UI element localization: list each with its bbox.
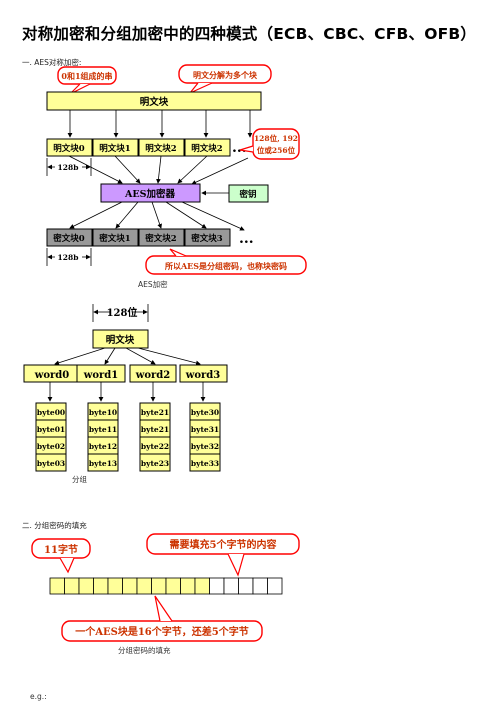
page-title: 对称加密和分组加密中的四种模式（ECB、CBC、CFB、OFB） bbox=[22, 25, 477, 43]
filled-byte-cell bbox=[136, 577, 152, 595]
byte-01: byte01 bbox=[37, 425, 65, 434]
byte-03: byte03 bbox=[37, 459, 65, 468]
byte-31: byte31 bbox=[191, 425, 219, 434]
byte-22: byte22 bbox=[141, 442, 169, 451]
callout-split-text: 明文分解为多个块 bbox=[193, 70, 258, 80]
plaintext-block-label: 明文块 bbox=[140, 96, 169, 108]
cipher-block-0: 密文块0 bbox=[52, 233, 85, 244]
grouping-width-marker bbox=[92, 304, 149, 322]
filled-byte-cell bbox=[122, 577, 138, 595]
plain-blocks-row: 明文块0 明文块1 明文块2 明文块2 ... bbox=[46, 138, 247, 157]
callout-size: 128位, 192 位或256位 bbox=[239, 128, 300, 160]
word-0: word0 bbox=[34, 370, 70, 381]
empty-byte-cell bbox=[223, 577, 239, 595]
word-3: word3 bbox=[185, 370, 221, 381]
size-128b-bottom: 128b bbox=[58, 253, 79, 262]
byte-13: byte13 bbox=[89, 459, 117, 468]
cipher-blocks-row: 密文块0 密文块1 密文块2 密文块3 ... bbox=[46, 228, 254, 247]
eg-label: e.g.: bbox=[30, 692, 47, 701]
section-heading-aes: 一. AES对称加密: bbox=[22, 58, 82, 67]
byte-12: byte12 bbox=[89, 442, 117, 451]
byte-arrows bbox=[47, 382, 206, 402]
callout-fill-text: 需要填充5个字节的内容 bbox=[170, 538, 277, 551]
callout-block-cipher: 所以AES是分组密码，也称块密码 bbox=[145, 248, 307, 275]
filled-byte-cell bbox=[49, 577, 65, 595]
aes-encryptor: AES加密器 bbox=[100, 183, 201, 203]
word-2: word2 bbox=[135, 370, 171, 381]
filled-byte-cell bbox=[93, 577, 109, 595]
word-arrows bbox=[54, 347, 201, 366]
cipher-ellipsis: ... bbox=[239, 231, 254, 247]
byte-33: byte33 bbox=[191, 459, 219, 468]
caption-padding: 分组密码的填充 bbox=[118, 646, 171, 655]
callout-11-bytes: 11字节 bbox=[31, 538, 91, 574]
cipher-block-3: 密文块3 bbox=[190, 233, 223, 244]
callout-bits-text: 0和1组成的串 bbox=[61, 71, 112, 81]
empty-byte-cell bbox=[238, 577, 254, 595]
callout-11-text: 11字节 bbox=[44, 543, 78, 556]
filled-byte-cell bbox=[107, 577, 123, 595]
diverge-arrows bbox=[69, 201, 245, 231]
callout-fill: 需要填充5个字节的内容 bbox=[146, 533, 300, 577]
byte-30: byte30 bbox=[191, 408, 219, 417]
padding-cells-row bbox=[49, 577, 283, 595]
split-arrows bbox=[67, 110, 253, 138]
width-marker-bottom bbox=[46, 248, 92, 266]
filled-byte-cell bbox=[78, 577, 94, 595]
filled-byte-cell bbox=[151, 577, 167, 595]
caption-aes: AES加密 bbox=[138, 280, 168, 289]
empty-byte-cell bbox=[252, 577, 268, 595]
callout-split: 明文分解为多个块 bbox=[178, 64, 272, 94]
grouping-plaintext-label: 明文块 bbox=[106, 334, 135, 346]
filled-byte-cell bbox=[165, 577, 181, 595]
callout-16-bytes: 一个AES块是16个字节，还差5个字节 bbox=[61, 595, 263, 642]
byte-32: byte32 bbox=[191, 442, 219, 451]
callout-16-text: 一个AES块是16个字节，还差5个字节 bbox=[75, 625, 248, 638]
word-1: word1 bbox=[83, 370, 119, 381]
byte-21: byte21 bbox=[141, 425, 169, 434]
byte-column-2: byte21 byte21 byte22 byte23 bbox=[139, 402, 171, 472]
callout-bits: 0和1组成的串 bbox=[57, 66, 117, 95]
grouping-width-label: 128位 bbox=[107, 306, 138, 319]
aes-encryptor-label: AES加密器 bbox=[124, 188, 175, 200]
plaintext-block: 明文块 bbox=[46, 91, 262, 111]
empty-byte-cell bbox=[209, 577, 225, 595]
plain-block-3: 明文块2 bbox=[191, 143, 223, 154]
byte-10: byte10 bbox=[89, 408, 117, 417]
empty-byte-cell bbox=[267, 577, 283, 595]
plain-ellipsis: ... bbox=[232, 140, 247, 156]
byte-11: byte11 bbox=[89, 425, 117, 434]
section-heading-padding: 二. 分组密码的填充 bbox=[22, 521, 87, 530]
words-row: word0 word1 word2 word3 bbox=[23, 364, 228, 383]
callout-block-cipher-text: 所以AES是分组密码，也称块密码 bbox=[164, 261, 287, 271]
byte-column-0: byte00 byte01 byte02 byte03 bbox=[35, 402, 67, 472]
plain-block-2: 明文块2 bbox=[145, 143, 177, 154]
callout-size-line1: 128位, 192 bbox=[254, 133, 298, 143]
byte-20: byte21 bbox=[141, 408, 169, 417]
filled-byte-cell bbox=[194, 577, 210, 595]
byte-02: byte02 bbox=[37, 442, 65, 451]
cipher-block-1: 密文块1 bbox=[98, 233, 131, 244]
byte-00: byte00 bbox=[37, 408, 65, 417]
callout-size-line2: 位或256位 bbox=[257, 145, 296, 155]
byte-column-1: byte10 byte11 byte12 byte13 bbox=[87, 402, 119, 472]
byte-column-3: byte30 byte31 byte32 byte33 bbox=[189, 402, 221, 472]
plain-block-0: 明文块0 bbox=[53, 143, 85, 154]
key-box: 密钥 bbox=[201, 184, 269, 203]
size-128b-top: 128b bbox=[58, 163, 79, 172]
grouping-plaintext-block: 明文块 bbox=[92, 329, 149, 349]
caption-grouping: 分组 bbox=[72, 475, 87, 484]
filled-byte-cell bbox=[64, 577, 80, 595]
plain-block-1: 明文块1 bbox=[99, 143, 131, 154]
key-label: 密钥 bbox=[238, 189, 256, 200]
converge-arrows bbox=[68, 155, 249, 185]
cipher-block-2: 密文块2 bbox=[144, 233, 177, 244]
byte-23: byte23 bbox=[141, 459, 169, 468]
filled-byte-cell bbox=[180, 577, 196, 595]
